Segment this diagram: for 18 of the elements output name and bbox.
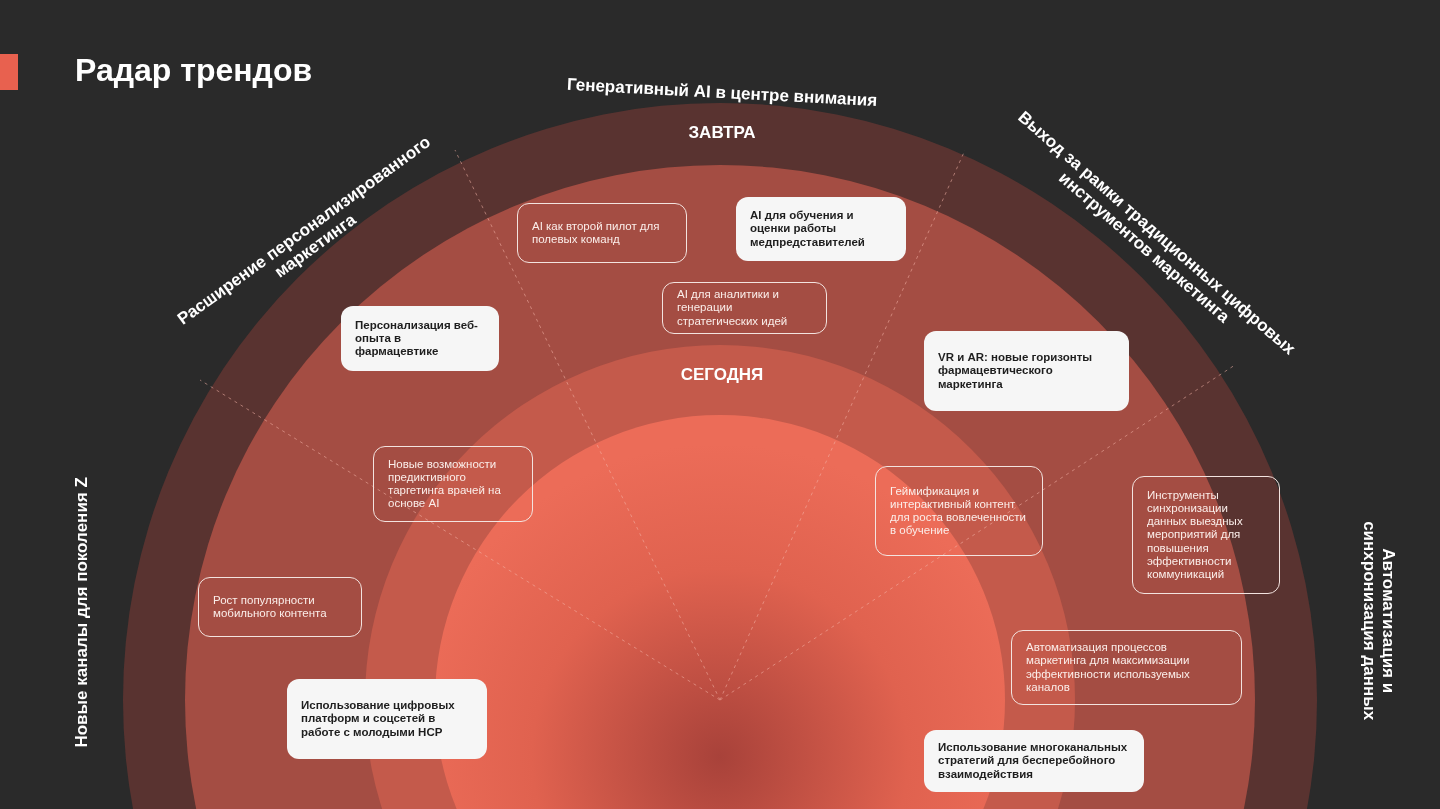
trend-card: Рост популярности мобильного контента [198,577,362,637]
trend-card: AI для обучения и оценки работы медпредставителей [736,197,906,261]
trend-card: AI как второй пилот для полевых команд [517,203,687,263]
trend-card: Персонализация веб-опыта в фармацевтике [341,306,499,371]
trend-card: VR и AR: новые горизонты фармацевтического маркетинга [924,331,1129,411]
title: Радар трендов [75,52,313,89]
trend-card: Геймификация и интерактивный контент для роста вовлеченности в обучение [875,466,1043,556]
sector-title: Автоматизация и синхронизация данных [1359,519,1397,722]
trend-card: Автоматизация процессов маркетинга для максимизации эффективности используемых каналов [1011,630,1242,705]
ring-label: СЕГОДНЯ [679,365,765,385]
sector-title: Новые каналы для поколения Z [72,475,92,750]
trend-card: Инструменты синхронизации данных выездных мероприятий для повышения эффективности коммуникаций [1132,476,1280,594]
trend-card: Использование цифровых платформ и соцсетей в работе с молодыми HCP [287,679,487,759]
sector-title: Генеративный AI в центре внимания [565,73,879,112]
ring-label: ЗАВТРА [687,123,757,143]
trend-card: AI для аналитики и генерации стратегических идей [662,282,827,334]
trend-card: Новые возможности предиктивного таргетинга врачей на основе AI [373,446,533,522]
trend-card: Использование многоканальных стратегий для бесперебойного взаимодействия [924,730,1144,792]
